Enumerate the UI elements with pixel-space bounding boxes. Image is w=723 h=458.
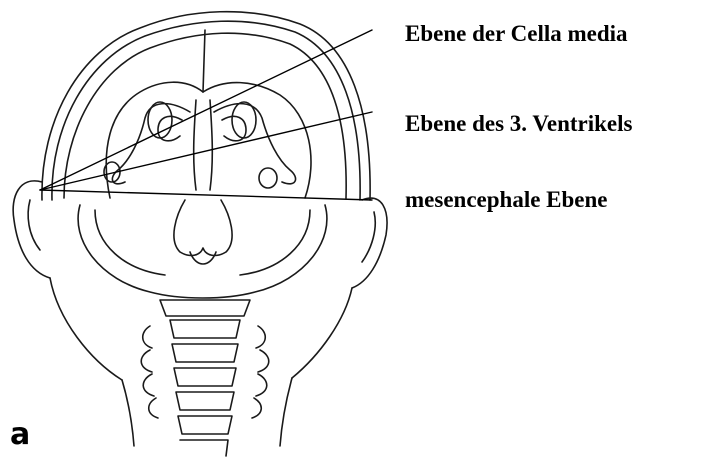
cerebellum-left bbox=[95, 210, 165, 275]
cerebellum-right bbox=[240, 210, 310, 275]
plane-lines bbox=[40, 30, 372, 200]
cervical-spine bbox=[141, 300, 269, 456]
plane-line-third-ventricle bbox=[40, 112, 372, 190]
ear-left bbox=[13, 181, 50, 278]
label-cella-media: Ebene der Cella media bbox=[405, 22, 628, 45]
brainstem bbox=[174, 200, 232, 255]
label-third-ventricle: Ebene des 3. Ventrikels bbox=[405, 112, 632, 135]
ventricle-right-bulb bbox=[232, 102, 256, 138]
ear-right bbox=[352, 198, 387, 288]
posterior-fossa bbox=[78, 205, 327, 298]
ear-left-inner bbox=[28, 200, 40, 250]
brainstem-tip bbox=[190, 252, 216, 264]
jaw-right bbox=[292, 288, 352, 378]
plane-line-cella-media bbox=[40, 30, 372, 190]
jaw-left bbox=[50, 278, 122, 380]
ear-right-inner bbox=[362, 212, 375, 262]
third-ventricle-r bbox=[210, 100, 212, 190]
temporal-horn-right bbox=[259, 168, 277, 188]
neck-left bbox=[122, 380, 134, 446]
ventricle-left bbox=[112, 104, 190, 184]
midline-falx bbox=[203, 30, 205, 92]
neck-right bbox=[280, 378, 292, 446]
head-outline bbox=[42, 12, 370, 200]
label-mesencephalic-plane: mesencephale Ebene bbox=[405, 188, 608, 211]
ventricle-right bbox=[214, 104, 296, 184]
brain-left bbox=[106, 82, 203, 198]
third-ventricle bbox=[194, 100, 196, 190]
panel-letter: a bbox=[10, 420, 30, 450]
plane-line-mesencephalic bbox=[40, 190, 372, 200]
